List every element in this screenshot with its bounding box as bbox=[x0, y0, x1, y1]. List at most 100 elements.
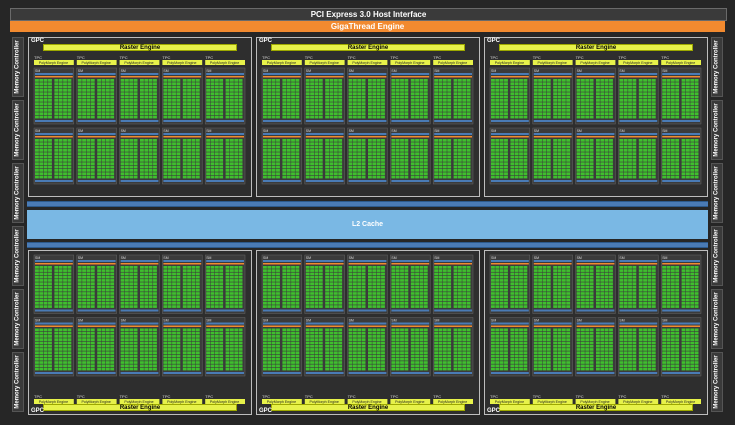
cuda-core bbox=[86, 292, 91, 295]
cuda-core bbox=[148, 357, 153, 361]
cuda-core bbox=[191, 331, 196, 335]
shared-memory-bar bbox=[263, 309, 301, 312]
cuda-core bbox=[271, 301, 276, 305]
cuda-core bbox=[419, 162, 424, 166]
cuda-core bbox=[90, 282, 95, 286]
cuda-core bbox=[276, 149, 280, 152]
cuda-core bbox=[176, 159, 181, 162]
cuda-core bbox=[589, 159, 594, 162]
polymorph-engine bbox=[390, 60, 431, 65]
cuda-core bbox=[120, 105, 125, 109]
cuda-core bbox=[504, 99, 508, 102]
sm-label: SM bbox=[349, 69, 354, 73]
cuda-core bbox=[415, 85, 419, 89]
cuda-core bbox=[348, 338, 353, 341]
cuda-core bbox=[510, 169, 515, 172]
cuda-core bbox=[338, 115, 343, 119]
sm-label: SM bbox=[263, 69, 268, 73]
cuda-core bbox=[58, 109, 63, 112]
cuda-core bbox=[182, 89, 187, 92]
memory-controller-left-3: Memory Controller bbox=[12, 163, 24, 223]
cuda-core bbox=[176, 155, 181, 159]
cuda-core bbox=[395, 85, 400, 89]
cuda-core bbox=[148, 292, 153, 295]
cuda-core bbox=[124, 82, 129, 86]
cuda-core bbox=[48, 305, 52, 308]
cuda-core bbox=[163, 109, 168, 112]
shared-memory-bar bbox=[662, 180, 700, 182]
cuda-core bbox=[352, 305, 357, 308]
cuda-core bbox=[619, 139, 624, 142]
cuda-core bbox=[86, 89, 91, 92]
cuda-core bbox=[187, 361, 191, 364]
cuda-core bbox=[404, 92, 409, 96]
cuda-core bbox=[210, 305, 215, 308]
cuda-core bbox=[133, 139, 138, 142]
cuda-core bbox=[580, 79, 585, 82]
cuda-core bbox=[604, 95, 609, 99]
sm-label: SM bbox=[619, 129, 624, 133]
cuda-core bbox=[438, 149, 443, 152]
cuda-core bbox=[63, 282, 67, 286]
cuda-core bbox=[120, 79, 125, 82]
cuda-core bbox=[43, 102, 48, 106]
cuda-core bbox=[348, 282, 353, 286]
cuda-core bbox=[305, 357, 310, 361]
cuda-core bbox=[466, 79, 471, 82]
cuda-core bbox=[153, 149, 157, 152]
cuda-core bbox=[148, 152, 153, 156]
cuda-core bbox=[357, 112, 362, 116]
cuda-core bbox=[462, 82, 467, 86]
cuda-core bbox=[585, 152, 590, 156]
cuda-core bbox=[214, 92, 219, 96]
cuda-core bbox=[86, 155, 91, 159]
cuda-core bbox=[400, 162, 404, 166]
cuda-core bbox=[410, 145, 415, 149]
cuda-core bbox=[267, 155, 272, 159]
cuda-core bbox=[97, 328, 102, 332]
cuda-core bbox=[690, 95, 695, 99]
cuda-core bbox=[172, 331, 176, 335]
cuda-core bbox=[600, 102, 605, 106]
cuda-core bbox=[210, 165, 215, 169]
cuda-core bbox=[400, 175, 404, 179]
cuda-core bbox=[67, 159, 72, 162]
sm-label: SM bbox=[577, 69, 582, 73]
instruction-cache-bar bbox=[662, 133, 700, 135]
cuda-core bbox=[523, 172, 528, 176]
cuda-core bbox=[86, 338, 91, 341]
cuda-core bbox=[214, 85, 219, 89]
cuda-core bbox=[314, 79, 319, 82]
raster-engine-label: Raster Engine bbox=[347, 44, 389, 51]
cuda-core bbox=[434, 169, 439, 172]
cuda-core bbox=[376, 266, 381, 269]
cuda-core bbox=[596, 145, 600, 149]
cuda-core bbox=[120, 301, 125, 305]
cuda-core bbox=[495, 162, 500, 166]
cuda-core bbox=[596, 165, 600, 169]
cuda-core bbox=[643, 82, 647, 86]
cuda-core bbox=[325, 351, 330, 355]
cuda-core bbox=[129, 282, 134, 286]
cuda-core bbox=[310, 89, 314, 92]
cuda-core bbox=[410, 169, 415, 172]
cuda-core bbox=[229, 99, 234, 102]
cuda-core bbox=[187, 115, 191, 119]
cuda-core bbox=[291, 305, 295, 308]
cuda-core bbox=[372, 348, 377, 351]
cuda-core bbox=[163, 82, 168, 86]
cuda-core bbox=[77, 82, 82, 86]
cuda-core bbox=[694, 95, 699, 99]
polymorph-engine bbox=[119, 60, 160, 65]
cuda-core bbox=[376, 344, 381, 348]
cuda-core bbox=[238, 295, 243, 299]
cuda-core bbox=[210, 357, 215, 361]
cuda-core bbox=[553, 149, 558, 152]
cuda-core bbox=[694, 109, 699, 112]
cuda-core bbox=[219, 105, 224, 109]
cuda-core bbox=[410, 175, 415, 179]
cuda-core bbox=[101, 361, 106, 364]
cuda-core bbox=[167, 305, 172, 308]
cuda-core bbox=[238, 175, 243, 179]
cuda-core bbox=[404, 85, 409, 89]
